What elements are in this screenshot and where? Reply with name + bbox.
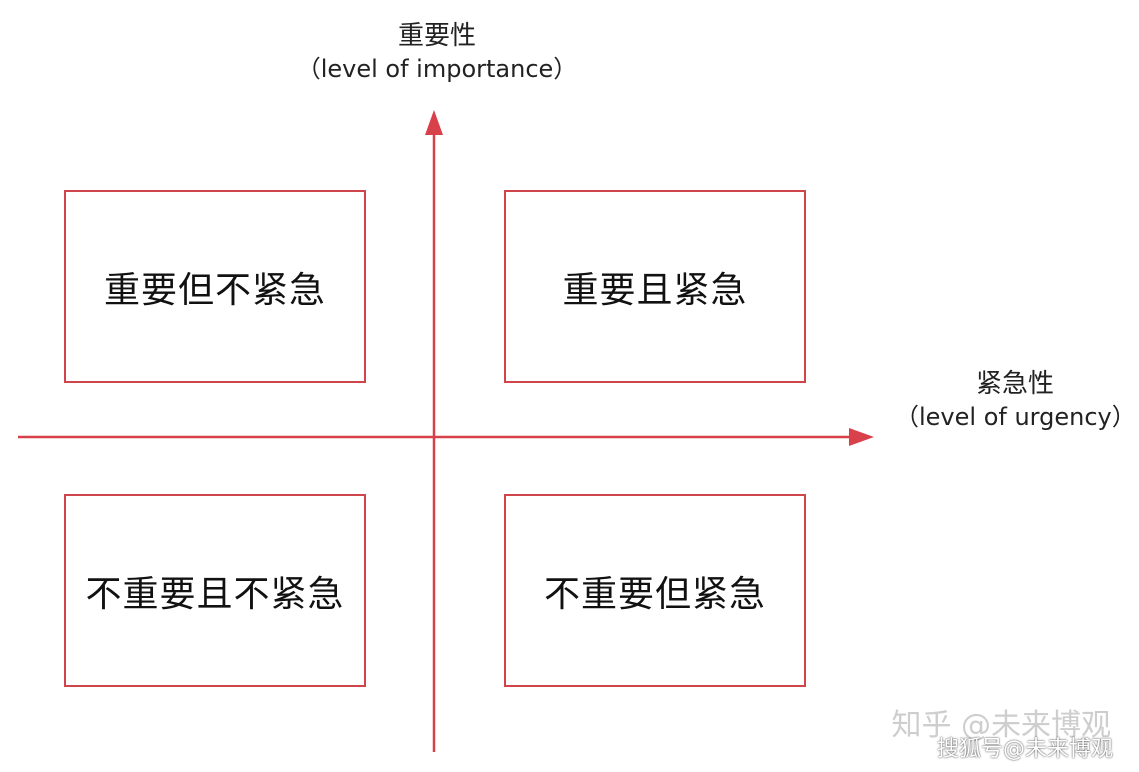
horizontal-axis-label: 紧急性 （level of urgency） bbox=[895, 368, 1136, 433]
urgency-axis-title: 紧急性 bbox=[975, 369, 1054, 399]
sohu-watermark: 搜狐号@未来博观 bbox=[936, 737, 1113, 762]
quadrant-label: 重要但不紧急 bbox=[103, 269, 326, 311]
horizontal-axis-arrow bbox=[849, 428, 874, 446]
vertical-axis-label: 重要性 （level of importance） bbox=[292, 20, 582, 85]
importance-axis-title: 重要性 bbox=[397, 21, 476, 51]
zhihu-watermark: 知乎 @未来博观 bbox=[891, 708, 1111, 743]
quadrant-label: 重要且紧急 bbox=[562, 269, 748, 311]
urgency-axis-subtitle: （level of urgency） bbox=[895, 402, 1136, 431]
quadrant-label: 不重要但紧急 bbox=[543, 573, 766, 615]
quadrant-not-important-but-urgent: 不重要但紧急 bbox=[504, 494, 806, 687]
quadrant-not-important-not-urgent: 不重要且不紧急 bbox=[64, 494, 366, 687]
quadrant-important-not-urgent: 重要但不紧急 bbox=[64, 190, 366, 383]
quadrant-label: 不重要且不紧急 bbox=[85, 573, 345, 615]
vertical-axis-arrow bbox=[425, 110, 443, 135]
quadrant-important-and-urgent: 重要且紧急 bbox=[504, 190, 806, 383]
importance-axis-subtitle: （level of importance） bbox=[296, 54, 578, 83]
